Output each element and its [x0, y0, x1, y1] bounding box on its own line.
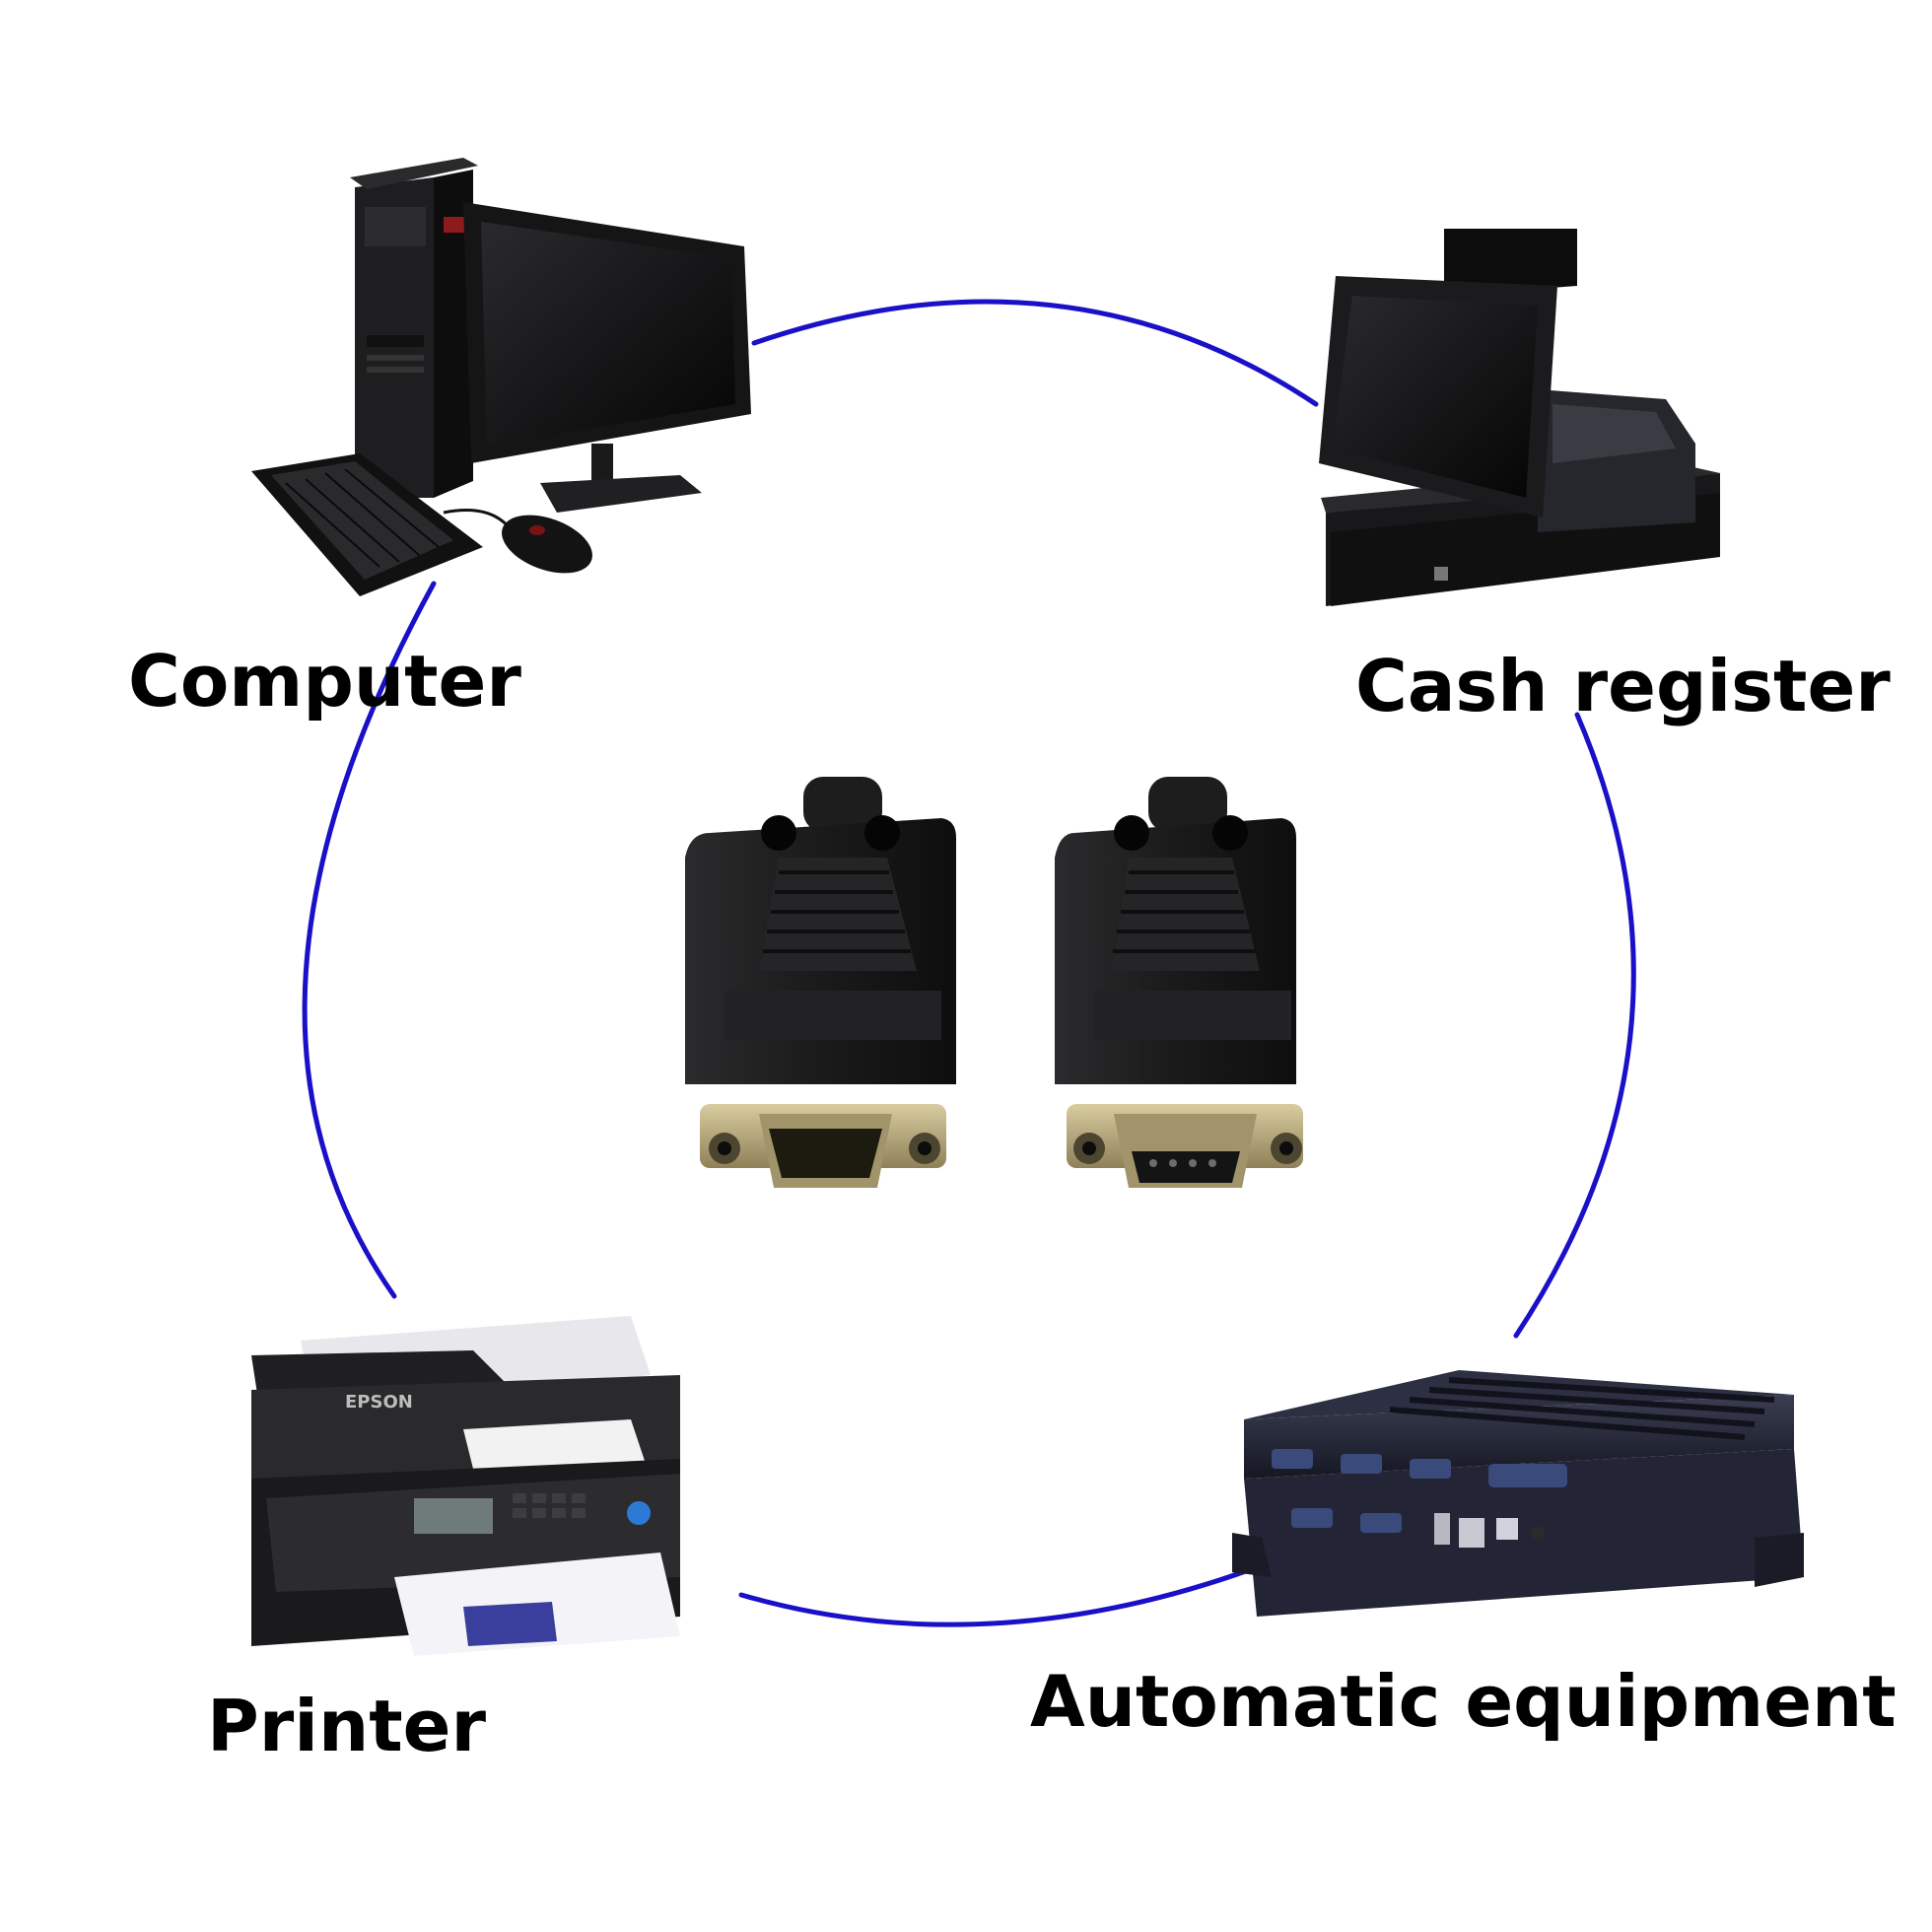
ring-arc-top [751, 299, 1319, 407]
ring-arc-right [1513, 712, 1636, 1339]
cash-register-image [1319, 229, 1720, 606]
cash-register-label: Cash register [1355, 645, 1891, 727]
automatic-equipment-image [1232, 1370, 1804, 1617]
db9-male-connector [685, 777, 956, 1188]
computer-label: Computer [128, 640, 521, 723]
db9-female-connector [1055, 777, 1303, 1188]
automatic-equipment-label: Automatic equipment [1030, 1660, 1897, 1743]
printer-label: Printer [207, 1685, 486, 1767]
connection-ring [302, 299, 1636, 1627]
printer-brand: EPSON [345, 1392, 413, 1413]
computer-image [251, 158, 751, 596]
ring-arc-bottom [738, 1564, 1260, 1627]
ring-arc-left [302, 581, 437, 1299]
printer-image: EPSON [251, 1316, 680, 1656]
